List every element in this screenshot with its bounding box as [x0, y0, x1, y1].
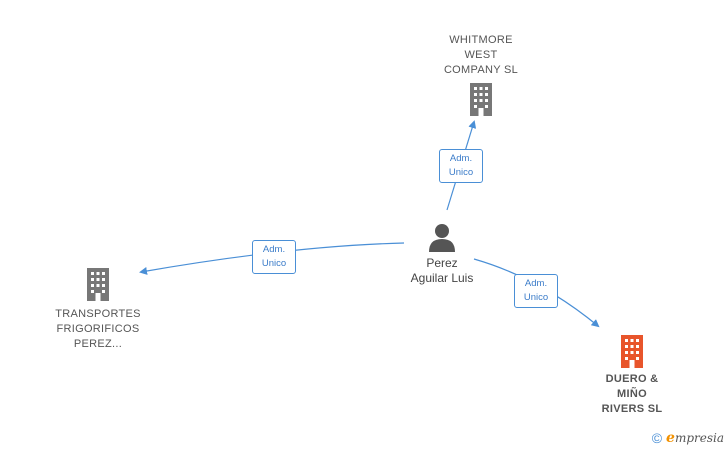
- edge-label-transportes[interactable]: Adm. Unico: [252, 240, 296, 274]
- building-icon: [470, 83, 492, 116]
- building-icon: [87, 268, 109, 301]
- company-node-whitmore[interactable]: WHITMORE WEST COMPANY SL: [421, 33, 541, 116]
- person-label: Perez Aguilar Luis: [410, 256, 474, 285]
- company-label: DUERO & MIÑO RIVERS SL: [601, 373, 663, 415]
- company-node-transportes[interactable]: TRANSPORTES FRIGORIFICOS PEREZ...: [38, 267, 158, 352]
- edge-label-duero[interactable]: Adm. Unico: [514, 274, 558, 308]
- edge-label-whitmore[interactable]: Adm. Unico: [439, 149, 483, 183]
- brand-name: empresia: [666, 430, 724, 446]
- company-label: TRANSPORTES FRIGORIFICOS PEREZ...: [55, 308, 141, 350]
- copyright-icon: ©: [651, 430, 663, 446]
- company-node-duero[interactable]: DUERO & MIÑO RIVERS SL: [572, 334, 692, 417]
- brand-logo: © empresia: [652, 430, 724, 446]
- person-node[interactable]: Perez Aguilar Luis: [392, 222, 492, 286]
- person-icon: [429, 224, 455, 252]
- company-label: WHITMORE WEST COMPANY SL: [443, 34, 519, 76]
- building-icon: [621, 335, 643, 368]
